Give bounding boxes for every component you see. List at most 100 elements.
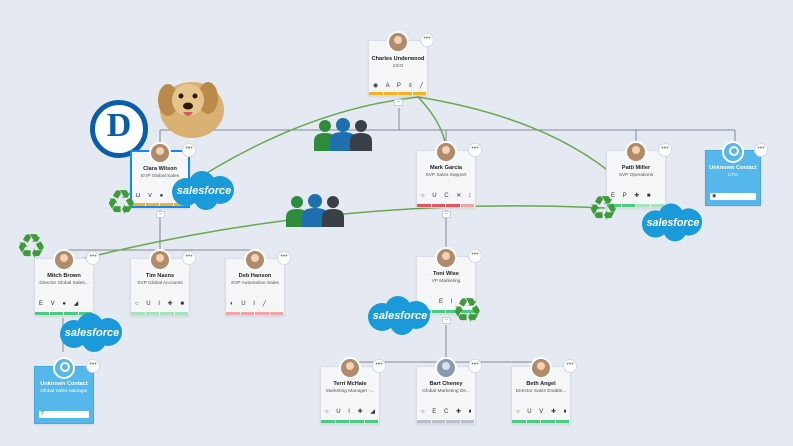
avatar xyxy=(625,141,647,163)
card-action-icons[interactable]: ○ E C ✚ ■ xyxy=(421,409,471,415)
recycle-icon: ♻ xyxy=(106,184,137,222)
card-field[interactable]: ? xyxy=(39,411,89,418)
card-title: SVP Automotive Sales xyxy=(231,281,279,286)
org-card-beth-angel[interactable]: Beth Angel Director Sales Enable... ○ U … xyxy=(511,357,571,424)
org-card-mark-garcia[interactable]: Mark Garcia SVP Sales Support ○ U C ✕ □ xyxy=(416,141,476,208)
status-bar xyxy=(417,204,475,207)
avatar xyxy=(530,357,552,379)
org-card-patti-miller[interactable]: Patti Miller SVP Operations E P ✚ ■ xyxy=(606,141,666,208)
card-action-icons[interactable]: ○ U I ✚ ◢ xyxy=(325,409,375,415)
avatar xyxy=(722,141,744,163)
more-options-button[interactable]: ••• xyxy=(372,359,386,373)
card-name: Deb Hanson xyxy=(238,273,272,279)
more-options-button[interactable]: ••• xyxy=(182,143,196,157)
recycle-icon: ♻ xyxy=(588,190,619,228)
card-title: SVP Operations xyxy=(618,173,654,178)
card-field[interactable]: ◉ xyxy=(710,193,756,200)
more-options-button[interactable]: ••• xyxy=(468,359,482,373)
more-options-button[interactable]: ••• xyxy=(658,143,672,157)
card-action-icons[interactable]: E I ✚ xyxy=(439,299,469,305)
card-title: EVP Global Sales xyxy=(140,174,180,179)
card-title: VP Marketing xyxy=(431,279,461,284)
card-name: Patti Miller xyxy=(621,165,651,171)
people-group-icon xyxy=(314,118,372,151)
card-action-icons[interactable]: ○ U C ✕ □ xyxy=(421,193,471,199)
org-card-deb-hanson[interactable]: Deb Hanson SVP Automotive Sales ◐ U I ╱ xyxy=(225,249,285,316)
status-bar xyxy=(35,312,93,315)
card-action-icons[interactable]: ○ U V ✚ ■ xyxy=(516,409,566,415)
collapse-toggle[interactable]: – xyxy=(156,211,165,218)
card-title: SVP Global Accounts xyxy=(137,281,183,286)
card-action-icons[interactable]: ○ U I ✚ ■ xyxy=(135,301,185,307)
org-card-toni-wise[interactable]: Toni Wise VP Marketing E I ✚ xyxy=(416,247,476,314)
org-card-clara-wilson[interactable]: Clara Wilson EVP Global Sales D V ● xyxy=(130,142,190,208)
more-options-button[interactable]: ••• xyxy=(420,33,434,47)
card-action-icons[interactable]: ◐ U I ╱ xyxy=(230,301,270,307)
more-options-button[interactable]: ••• xyxy=(754,143,768,157)
salesforce-cloud-icon: salesforce xyxy=(368,296,430,335)
more-options-button[interactable]: ••• xyxy=(468,249,482,263)
more-options-button[interactable]: ••• xyxy=(182,251,196,265)
org-card-mitch-brown[interactable]: Mitch Brown Director Global Sales... E V… xyxy=(34,249,94,316)
status-bar xyxy=(607,204,665,207)
card-name: Bart Cheney xyxy=(429,381,463,387)
avatar xyxy=(435,141,457,163)
democrat-logo: D xyxy=(90,100,148,158)
more-options-button[interactable]: ••• xyxy=(277,251,291,265)
more-options-button[interactable]: ••• xyxy=(86,359,100,373)
collapse-toggle[interactable]: – xyxy=(394,99,403,106)
card-title: Director Global Sales... xyxy=(39,281,89,286)
status-bar xyxy=(369,92,427,95)
card-title: CTO xyxy=(727,173,739,178)
org-card-ceo[interactable]: Charles Underwood CEO ◉ A P ≡ ╱ xyxy=(368,31,428,96)
card-title: SVP Sales Support xyxy=(425,173,467,178)
card-name: Unknown Contact xyxy=(709,165,757,171)
card-action-icons[interactable]: E P ✚ ■ xyxy=(611,193,654,199)
collapse-toggle[interactable]: – xyxy=(442,211,451,218)
avatar xyxy=(149,142,171,164)
status-bar xyxy=(321,420,379,423)
more-options-button[interactable]: ••• xyxy=(468,143,482,157)
people-group-icon xyxy=(286,194,344,227)
avatar xyxy=(53,357,75,379)
card-title: Marketing Manager -... xyxy=(325,389,375,394)
recycle-icon: ♻ xyxy=(16,228,47,266)
recycle-icon: ♻ xyxy=(452,292,483,330)
card-action-icons[interactable]: E V ● ◢ xyxy=(39,301,82,307)
org-card-terri-mchale[interactable]: Terri McHale Marketing Manager -... ○ U … xyxy=(320,357,380,424)
org-card-tim-nasns[interactable]: Tim Nasns SVP Global Accounts ○ U I ✚ ■ xyxy=(130,249,190,316)
avatar xyxy=(339,357,361,379)
card-name: Unknown Contact xyxy=(40,381,88,387)
card-name: Mitch Brown xyxy=(47,273,81,279)
card-action-icons[interactable]: ◉ A P ≡ ╱ xyxy=(373,83,423,89)
democrat-logo-letter: D xyxy=(106,107,132,144)
card-name: Toni Wise xyxy=(433,271,459,277)
status-bar xyxy=(131,312,189,315)
more-options-button[interactable]: ••• xyxy=(86,251,100,265)
card-action-icons[interactable]: D V ● xyxy=(136,193,167,199)
salesforce-label: salesforce xyxy=(65,327,119,339)
avatar xyxy=(244,249,266,271)
salesforce-cloud-icon: salesforce xyxy=(641,203,703,242)
avatar xyxy=(53,249,75,271)
salesforce-cloud-icon: salesforce xyxy=(60,313,122,352)
org-card-unknown-cto[interactable]: Unknown Contact CTO ◉ xyxy=(705,141,761,206)
status-bar xyxy=(512,420,570,423)
collapse-toggle[interactable]: – xyxy=(442,317,451,324)
org-card-bart-cheney[interactable]: Bart Cheney Global Marketing Dir... ○ E … xyxy=(416,357,476,424)
card-name: Mark Garcia xyxy=(429,165,463,171)
status-bar xyxy=(417,420,475,423)
card-name: Charles Underwood xyxy=(371,56,425,62)
org-card-unknown-global-sales-manager[interactable]: Unknown Contact Global Sales Manager ? xyxy=(34,357,94,424)
card-title: Global Sales Manager xyxy=(40,389,88,394)
card-title: CEO xyxy=(392,64,404,69)
avatar xyxy=(387,31,409,53)
card-name: Beth Angel xyxy=(526,381,556,387)
salesforce-label: salesforce xyxy=(373,310,427,322)
more-options-button[interactable]: ••• xyxy=(563,359,577,373)
salesforce-label: salesforce xyxy=(177,185,231,197)
status-bar xyxy=(226,312,284,315)
salesforce-label: salesforce xyxy=(647,217,700,229)
card-name: Tim Nasns xyxy=(145,273,175,279)
card-title: Director Sales Enable... xyxy=(515,389,567,394)
